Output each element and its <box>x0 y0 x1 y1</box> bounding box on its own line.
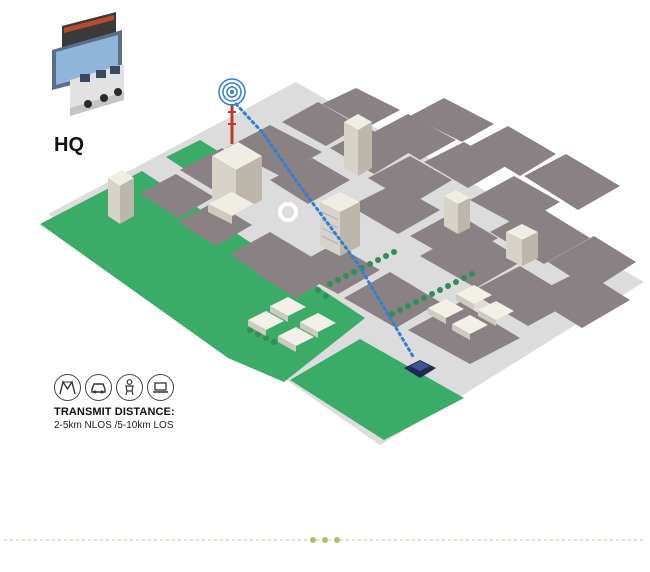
signal-path <box>234 102 416 360</box>
hq-control-room <box>52 12 124 116</box>
radio-tower <box>218 78 246 144</box>
park-left <box>40 171 365 382</box>
soldier-icon <box>116 374 143 401</box>
transmit-distance-title: TRANSMIT DISTANCE: <box>54 406 175 418</box>
park-bottom <box>290 339 464 440</box>
antenna-mesh-icon <box>54 374 81 401</box>
laptop-icon <box>147 374 174 401</box>
vehicle <box>404 360 436 378</box>
divider-dots <box>310 537 340 543</box>
capability-icons <box>54 374 174 401</box>
roundabout <box>278 202 298 222</box>
tall-buildings <box>108 114 538 266</box>
transmit-distance-value: 2-5km NLOS /5-10km LOS <box>54 420 174 431</box>
car-icon <box>85 374 112 401</box>
park-small <box>166 140 226 174</box>
low-buildings <box>248 285 514 352</box>
hq-label: HQ <box>54 134 84 156</box>
